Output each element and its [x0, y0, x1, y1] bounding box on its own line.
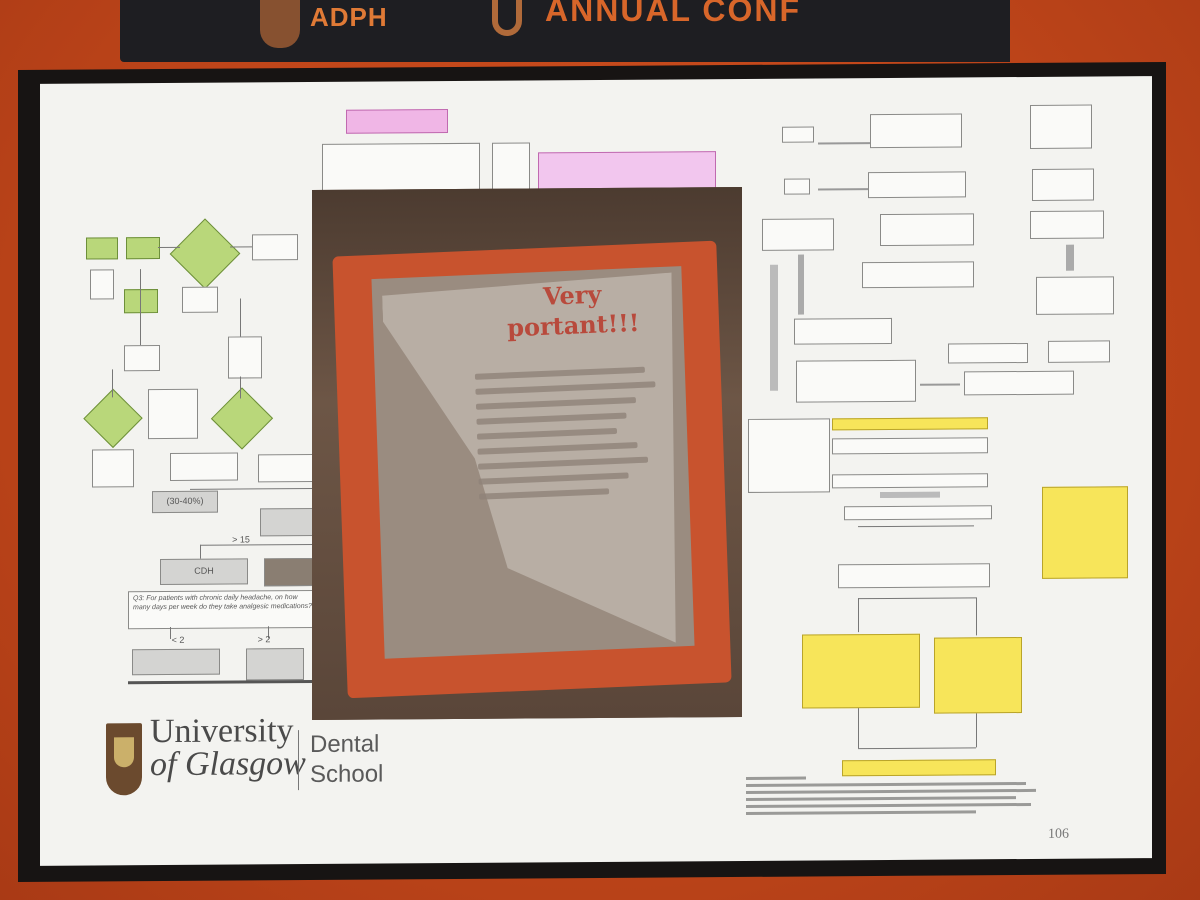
- notice-title: Very portant!!!: [462, 276, 684, 345]
- flowchart-pink-box: [346, 109, 448, 134]
- flowchart-arrow: [798, 255, 804, 315]
- flowchart-box: [90, 269, 114, 299]
- flowchart-box: [796, 360, 916, 403]
- university-line2: of Glasgow: [150, 747, 306, 781]
- flowchart-arrow: [920, 383, 960, 385]
- flowchart-box: [148, 389, 198, 439]
- cdh-label: CDH: [161, 565, 247, 576]
- school-line2: School: [310, 759, 383, 790]
- notice-body-text: [475, 357, 670, 509]
- flowchart-connector: [230, 246, 252, 247]
- flowchart-arrow: [1066, 245, 1074, 271]
- flowchart-connector: [976, 597, 977, 635]
- flowchart-gray-box: [132, 649, 220, 676]
- lt2-label: < 2: [166, 635, 190, 645]
- flowchart-box: [880, 213, 974, 246]
- flowchart-box: [258, 454, 314, 482]
- flowchart-connector: [190, 488, 314, 490]
- slide-page-number: 106: [1048, 827, 1069, 843]
- embedded-notice-photo: Very portant!!!: [312, 187, 742, 720]
- percent-label: (30-40%): [153, 496, 217, 506]
- flowchart-yellow-box: [802, 634, 920, 709]
- flowchart-box: [838, 563, 990, 588]
- logo-divider: [298, 730, 299, 790]
- flowchart-arrow: [818, 188, 868, 190]
- flowchart-yellow-box: [1042, 486, 1128, 579]
- flowchart-box: [948, 343, 1028, 364]
- flowchart-decision-diamond: [170, 218, 241, 289]
- gt2-label: > 2: [252, 634, 276, 644]
- flowchart-connector: [858, 597, 976, 599]
- flowchart-box: [1036, 276, 1114, 315]
- flowchart-connector: [158, 247, 180, 248]
- flowchart-box: [868, 171, 966, 198]
- flowchart-connector: [240, 376, 241, 398]
- flowchart-box: [1030, 105, 1092, 149]
- flowchart-annotation: [880, 492, 940, 498]
- flowchart-box: [252, 234, 298, 260]
- question-text: Q3: For patients with chronic daily head…: [133, 593, 313, 612]
- flowchart-box: [832, 473, 988, 488]
- flowchart-box: [832, 437, 988, 454]
- flowchart-connector: [200, 545, 201, 559]
- flowchart-box: [844, 505, 992, 520]
- slide-footnote: [746, 771, 1046, 819]
- flowchart-yellow-box: [934, 637, 1022, 714]
- flowchart-box: [182, 287, 218, 313]
- flowchart-box: [870, 113, 962, 148]
- flowchart-box: [124, 345, 160, 371]
- flowchart-decision-diamond: [83, 389, 142, 448]
- flowchart-gray-box: [260, 508, 316, 536]
- flowchart-box: [862, 261, 974, 288]
- flowchart-connector: [858, 525, 974, 527]
- university-crest-icon: [106, 723, 142, 795]
- school-name: Dental School: [310, 729, 383, 790]
- flowchart-box: [964, 371, 1074, 396]
- flowchart-connector: [200, 544, 314, 546]
- flowchart-connector: [858, 747, 976, 749]
- conference-banner: ADPH ANNUAL CONF: [120, 0, 1010, 62]
- banner-title-text: ANNUAL CONF: [545, 0, 801, 29]
- flowchart-box: [1030, 210, 1104, 239]
- gt15-label: > 15: [226, 534, 256, 544]
- school-line1: Dental: [310, 729, 383, 760]
- flowchart-baseline: [128, 680, 314, 684]
- flowchart-green-box: [124, 289, 158, 313]
- flowchart-decision-diamond: [211, 387, 273, 449]
- flowchart-connector: [858, 598, 859, 632]
- flowchart-connector: [112, 369, 113, 397]
- question-box: Q3: For patients with chronic daily head…: [128, 590, 316, 629]
- flowchart-box: [228, 336, 262, 378]
- flowchart-connector: [240, 298, 241, 336]
- flowchart-arrow: [818, 142, 870, 144]
- university-line1: University: [150, 714, 306, 748]
- flowchart-connector: [976, 713, 977, 747]
- banner-logo-text: ADPH: [310, 2, 388, 33]
- cdh-box: CDH: [160, 558, 248, 585]
- notice-board: Very portant!!!: [371, 266, 694, 659]
- banner-logo-icon: [260, 0, 300, 48]
- flowchart-yellow-header: [832, 417, 988, 430]
- university-wordmark: University of Glasgow: [150, 714, 306, 781]
- flowchart-gray-box: [246, 648, 304, 680]
- flowchart-box: [1032, 169, 1094, 201]
- flowchart-box: [782, 126, 814, 142]
- flowchart-box: [492, 142, 530, 190]
- flowchart-green-box: [86, 237, 118, 259]
- projected-slide: (30-40%) > 15 CDH Q3: For patients with …: [40, 76, 1152, 866]
- flowchart-box: [794, 318, 892, 345]
- percent-box: (30-40%): [152, 491, 218, 513]
- flowchart-box: [784, 179, 810, 195]
- flowchart-box: [748, 418, 830, 493]
- flowchart-box: [762, 218, 834, 251]
- flowchart-connector: [140, 269, 141, 345]
- flowchart-box: [92, 449, 134, 487]
- flowchart-box: [170, 452, 238, 480]
- flowchart-connector: [858, 708, 859, 748]
- flowchart-box: [264, 558, 316, 586]
- flowchart-arrow: [770, 265, 778, 391]
- banner-ring-icon: [492, 0, 522, 36]
- flowchart-box: [1048, 340, 1110, 362]
- flowchart-green-box: [126, 237, 160, 259]
